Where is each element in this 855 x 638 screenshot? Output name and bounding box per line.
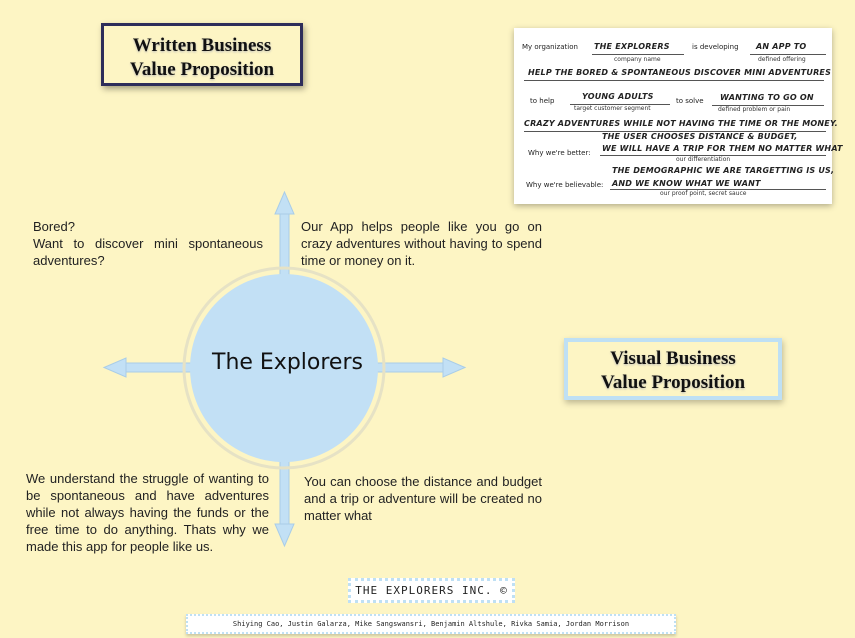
segment: YOUNG ADULTS <box>582 92 654 101</box>
believable-line1: THE DEMOGRAPHIC WE ARE TARGETTING IS US, <box>612 166 835 175</box>
value-proposition-card: My organization THE EXPLORERS company na… <box>514 28 842 204</box>
better-label: Why we're better: <box>528 149 591 157</box>
believable-label: Why we're believable: <box>526 181 604 189</box>
quadrant-top-right: Our App helps people like you go on craz… <box>301 219 542 268</box>
to-help-label: to help <box>530 97 555 105</box>
center-circle <box>190 274 378 462</box>
top-left-line2: Want to discover mini spontaneous advent… <box>33 236 263 268</box>
arrow-up-shaft <box>279 211 290 283</box>
written-value-proposition-title: Written Business Value Proposition <box>101 23 303 86</box>
company-name-badge: THE EXPLORERS INC. © <box>348 578 515 603</box>
problem-continued: CRAZY ADVENTURES WHILE NOT HAVING THE TI… <box>524 119 838 128</box>
my-org-label: My organization <box>522 43 578 51</box>
arrow-left-head <box>102 357 127 378</box>
written-title-line2: Value Proposition <box>129 59 275 80</box>
quadrant-bottom-right: You can choose the distance and budget a… <box>304 474 542 523</box>
quadrant-bottom-left: We understand the struggle of wanting to… <box>26 471 269 554</box>
visual-title-line2: Value Proposition <box>600 372 746 393</box>
team-names: Shiying Cao, Justin Galarza, Mike Sangsw… <box>186 614 676 634</box>
offering-caption: defined offering <box>758 56 806 63</box>
written-title-line1: Written Business <box>132 35 272 56</box>
mission: HELP THE BORED & SPONTANEOUS DISCOVER MI… <box>528 68 832 77</box>
arrow-up-head <box>274 190 295 215</box>
better-line1: THE USER CHOOSES DISTANCE & BUDGET, <box>602 132 798 141</box>
better-caption: our differentiation <box>676 156 731 163</box>
visual-title-line1: Visual Business <box>610 348 736 369</box>
center-circle-outer-ring <box>182 266 386 470</box>
arrow-right-shaft <box>374 362 446 373</box>
center-label: The Explorers <box>212 350 363 375</box>
developing-label: is developing <box>692 43 739 51</box>
problem-caption: defined problem or pain <box>718 106 791 113</box>
better-line2: WE WILL HAVE A TRIP FOR THEM NO MATTER W… <box>602 144 843 153</box>
top-left-line1: Bored? <box>33 219 75 234</box>
arrow-down-shaft <box>279 454 290 526</box>
arrow-right-head <box>442 357 467 378</box>
company-name-caption: company name <box>614 56 661 63</box>
believable-line2: AND WE KNOW WHAT WE WANT <box>612 179 761 188</box>
quadrant-top-left: Bored? Want to discover mini spontaneous… <box>33 218 263 269</box>
believable-caption: our proof point, secret sauce <box>660 190 747 197</box>
segment-caption: target customer segment <box>574 105 651 112</box>
problem: WANTING TO GO ON <box>720 93 814 102</box>
org-name: THE EXPLORERS <box>594 42 670 51</box>
offering: AN APP TO <box>756 42 807 51</box>
visual-value-proposition-title: Visual Business Value Proposition <box>564 338 782 400</box>
arrow-down-head <box>274 523 295 548</box>
to-solve-label: to solve <box>676 97 704 105</box>
